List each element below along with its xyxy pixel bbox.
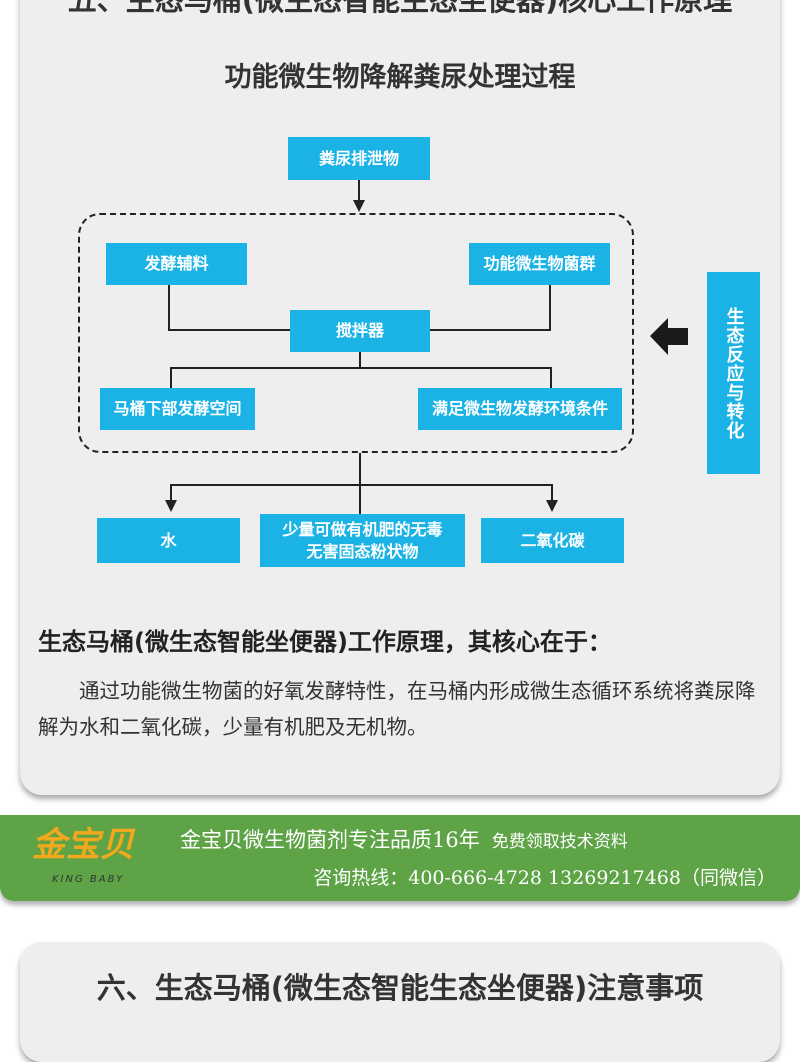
- connector-line: [170, 367, 552, 369]
- principle-text: 通过功能微生物菌的好氧发酵特性，在马桶内形成微生态循环系统将粪尿降解为水和二氧化…: [38, 679, 756, 739]
- node-ferment-aux: 发酵辅料: [106, 243, 247, 285]
- node-input: 粪尿排泄物: [288, 137, 430, 180]
- node-side: 生态反应与转化: [707, 272, 760, 474]
- connector-line: [168, 329, 290, 331]
- node-microbes: 功能微生物菌群: [469, 243, 610, 285]
- connector-line: [359, 453, 361, 514]
- banner-hotline[interactable]: 咨询热线：400-666-4728 13269217468（同微信）: [313, 867, 776, 889]
- diagram-title: 功能微生物降解粪尿处理过程: [224, 62, 576, 93]
- brand-english: KING BABY: [52, 874, 125, 885]
- brand-name: 金宝贝: [32, 825, 134, 865]
- connector-line: [170, 484, 553, 486]
- node-mixer: 搅拌器: [290, 310, 430, 352]
- node-co2: 二氧化碳: [481, 518, 624, 563]
- connector-line: [551, 484, 553, 500]
- connector-line: [170, 367, 172, 388]
- process-group: [78, 213, 634, 453]
- connector-line: [430, 329, 551, 331]
- section5-title: 五、生态马桶(微生态智能生态坐便器)核心工作原理: [67, 0, 733, 17]
- node-space: 马桶下部发酵空间: [100, 388, 255, 430]
- banner-slogan: 金宝贝微生物菌剂专注品质16年: [180, 828, 480, 852]
- connector-line: [170, 484, 172, 500]
- banner-free-material[interactable]: 免费领取技术资料: [491, 832, 628, 852]
- connector-line: [359, 352, 361, 368]
- principle-heading: 生态马桶(微生态智能坐便器)工作原理，其核心在于：: [38, 628, 612, 656]
- node-conditions: 满足微生物发酵环境条件: [418, 388, 622, 430]
- connector-line: [358, 180, 360, 200]
- connector-line: [168, 285, 170, 331]
- connector-line: [549, 285, 551, 331]
- node-water: 水: [97, 518, 240, 563]
- brand-logo: 金宝贝 KING BABY: [26, 821, 166, 895]
- node-fertilizer: 少量可做有机肥的无毒无害固态粉状物: [260, 514, 465, 567]
- arrow-left-icon: [650, 318, 688, 355]
- arrow-down-icon: [353, 200, 365, 212]
- connector-line: [550, 367, 552, 388]
- banner-row: 金宝贝微生物菌剂专注品质16年 免费领取技术资料: [180, 827, 628, 855]
- arrow-down-icon: [546, 500, 558, 512]
- contact-banner: 金宝贝 KING BABY 金宝贝微生物菌剂专注品质16年 免费领取技术资料 咨…: [0, 815, 800, 901]
- section6-title: 六、生态马桶(微生态智能生态坐便器)注意事项: [96, 971, 704, 1005]
- arrow-down-icon: [165, 500, 177, 512]
